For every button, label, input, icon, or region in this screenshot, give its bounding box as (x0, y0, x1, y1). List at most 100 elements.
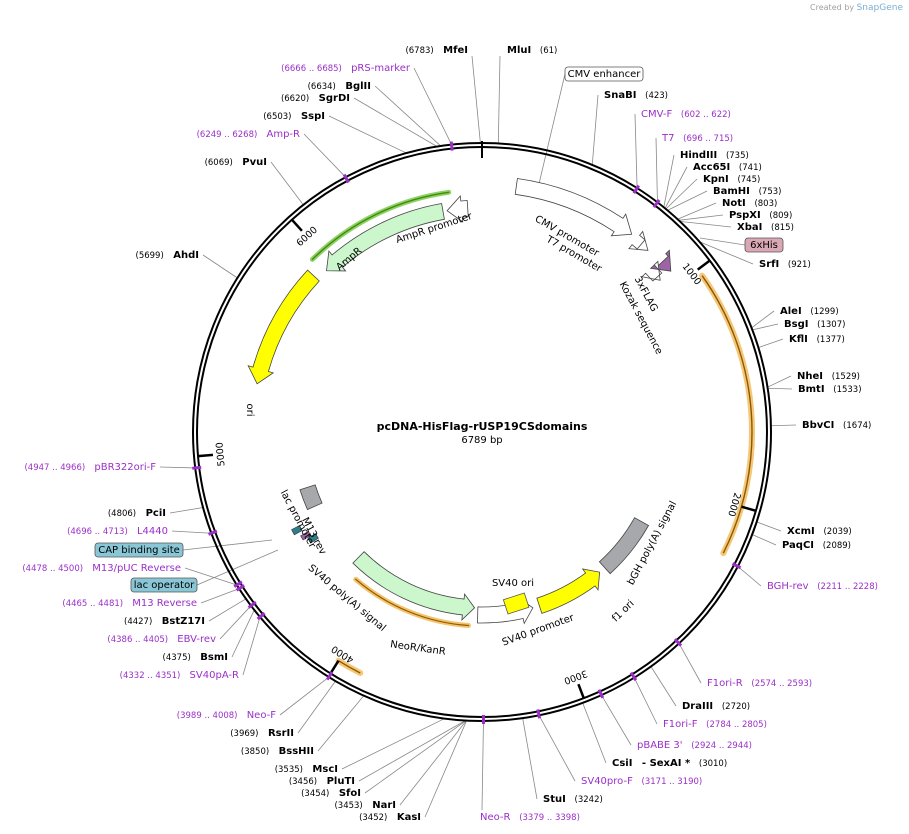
sv40-ori-box (502, 592, 530, 615)
primer-mark (632, 184, 640, 194)
feature-label-sv40-ori: SV40 ori (492, 578, 534, 589)
enzyme-label-bsmi: (4375) BsmI (163, 652, 228, 663)
enzyme-label-bamhi: BamHI (753) (713, 186, 781, 197)
leader-line (678, 214, 724, 221)
enzyme-label-acc65i: Acc65I (741) (693, 162, 762, 173)
leader-line (219, 605, 252, 640)
leader-line (650, 666, 677, 707)
feature-arrow (299, 484, 323, 511)
orf-highlight (311, 191, 450, 261)
feature-arrow (536, 568, 601, 614)
leader-line (184, 567, 237, 586)
leader-line (699, 241, 754, 265)
enzyme-label-bstz17i: (4427) BstZ17I (124, 616, 205, 627)
leader-line (767, 375, 792, 388)
enzyme-label-msci: (3535) MscI (275, 764, 338, 775)
cmv-enhancer-label: CMV enhancer (568, 69, 642, 80)
primer-label-neo-f: (3989 .. 4008) Neo-F (177, 710, 276, 721)
cap-site-label: CAP binding site (98, 545, 180, 556)
feature-arrows (247, 178, 755, 676)
feature-arrow (628, 230, 649, 251)
primer-mark (233, 580, 243, 588)
leader-line (202, 254, 238, 279)
enzyme-label-xbai: XbaI (815) (737, 222, 794, 233)
tick-mark (329, 660, 340, 675)
enzyme-label-sfoi: (3454) SfoI (301, 788, 361, 799)
plasmid-name: pcDNA-HisFlag-rUSP19CSdomains (377, 420, 588, 433)
primer-label-pbr322ori-f: (4947 .. 4966) pBR322ori-F (24, 462, 156, 473)
enzyme-label-nhei: NheI (1529) (797, 371, 860, 382)
leader-line (634, 113, 638, 189)
label-leader-lines (159, 55, 797, 818)
leader-line (770, 424, 797, 427)
enzyme-label-pvui: (6069) PvuI (205, 157, 267, 168)
leader-line (374, 85, 441, 147)
tick-mark (197, 453, 214, 458)
leader-line (358, 720, 466, 782)
primer-label-l4440: (4696 .. 4713) L4440 (67, 526, 168, 537)
leader-line (538, 715, 576, 782)
feature-label-neor-kanr: NeoR/KanR (389, 639, 446, 658)
feature-arrow (326, 203, 445, 272)
feature-arrow (291, 525, 303, 536)
enzyme-label-mfei: (6783) MfeI (405, 45, 468, 56)
primer-mark (192, 465, 202, 470)
leader-line (664, 166, 688, 209)
leader-line (591, 94, 599, 165)
leader-line (699, 237, 746, 246)
leader-line (752, 534, 777, 546)
leader-line (303, 133, 346, 178)
leader-line (182, 539, 273, 551)
leader-line (279, 676, 330, 716)
leader-line (737, 566, 762, 587)
orf-highlight (355, 578, 470, 627)
credit-prefix: Created by (810, 3, 855, 12)
leader-line (200, 588, 240, 604)
leader-line (341, 718, 445, 770)
enzyme-label-kasi: (3452) KasI (359, 812, 421, 823)
enzyme-label-srfi: SrfI (921) (759, 259, 811, 270)
primer-label-pbabe-3: pBABE 3' (2924 .. 2944) (637, 740, 752, 751)
leader-line (208, 598, 247, 622)
leader-line (364, 720, 467, 794)
leader-line (582, 702, 607, 764)
leader-line (758, 338, 784, 348)
primer-mark (325, 671, 334, 681)
leader-line (756, 521, 782, 532)
enzyme-label-nari: (3453) NarI (334, 800, 396, 811)
lac-operator-label-box (130, 577, 198, 593)
primer-label-f1ori-r: F1ori-R (2574 .. 2593) (707, 678, 812, 689)
leader-line (497, 55, 501, 144)
enzyme-label-pcii: (4806) PciI (108, 508, 166, 519)
primer-mark (597, 689, 605, 699)
leader-line (297, 680, 336, 734)
enzyme-label-bsshii: (3850) BssHII (241, 746, 314, 757)
primer-mark (731, 562, 742, 570)
primer-mark (652, 199, 661, 209)
his-tag-label: 6xHis (750, 240, 778, 251)
feature-arrow (307, 533, 319, 544)
enzyme-label-kpni: KpnI (745) (703, 174, 760, 185)
leader-line (601, 694, 632, 746)
enzyme-label-mlui: MluI (61) (507, 45, 557, 56)
leader-line (196, 549, 279, 586)
lac-operator-label: lac operator (134, 580, 195, 591)
enzyme-label-kfli: KflI (1377) (789, 334, 845, 345)
primer-mark (256, 612, 266, 621)
primer-label-bgh-rev: BGH-rev (2211 .. 2228) (767, 581, 878, 592)
snapgene-credit: Created by SnapGene (810, 3, 903, 13)
leader-line (751, 310, 775, 329)
primer-label-neo-r: Neo-R (3379 .. 3398) (480, 812, 580, 823)
leader-line (633, 677, 658, 725)
enzyme-label-xcmi: XcmI (2039) (787, 526, 852, 537)
primer-mark (207, 529, 218, 536)
leader-line (424, 720, 467, 818)
tick-mark (290, 218, 303, 232)
primer-label-amp-r: (6249 .. 6268) Amp-R (197, 129, 300, 140)
leader-line (471, 55, 481, 144)
enzyme-label-paqci: PaqCI (2089) (782, 540, 851, 551)
leader-line (655, 137, 658, 203)
leader-line (677, 202, 717, 220)
enzyme-label-draiii: DraIII (2720) (682, 701, 750, 712)
